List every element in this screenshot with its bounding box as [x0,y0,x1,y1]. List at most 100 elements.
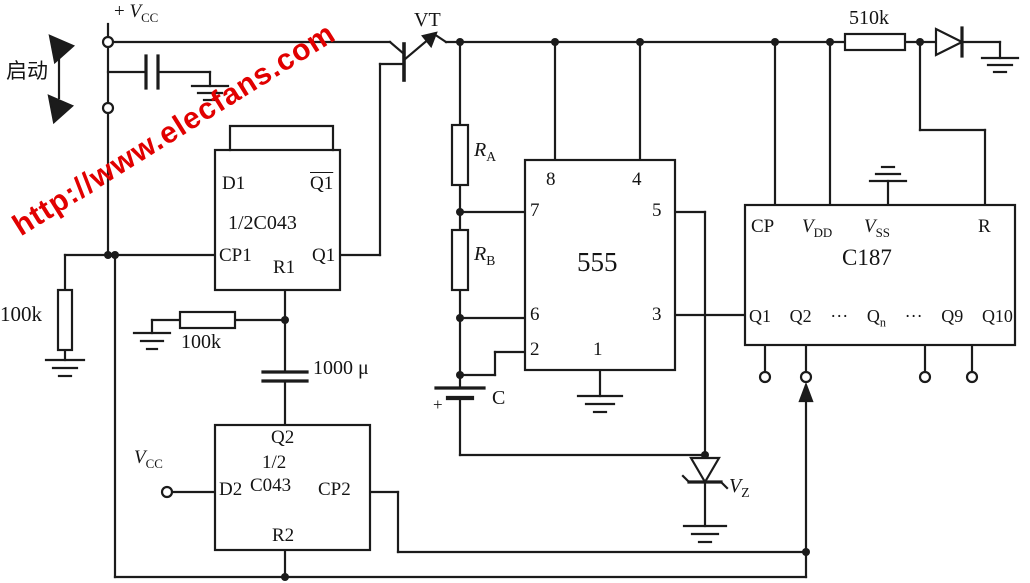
junction-dot [456,208,464,216]
junction-dot [802,548,810,556]
collector-lead [388,40,406,56]
label-sub: CC [145,455,163,471]
ff1-d1-label: D1 [222,173,246,194]
label-sub: A [486,149,497,164]
label-base: ··· [904,306,923,326]
label-sub: DD [813,224,833,240]
rb-label: RB [474,244,495,268]
junction-dot [104,251,112,259]
c187-output-label: Q2 [790,306,812,331]
ff2-d2-label: D2 [219,479,243,500]
pin6-label: 6 [530,304,540,325]
pin5-label: 5 [652,200,662,221]
ff2-r2-label: R2 [272,525,295,546]
label-base: ··· [830,306,849,326]
c187-output-label: ··· [905,306,923,331]
junction-dots [104,38,924,581]
label-base: V [134,447,146,468]
label-base: V [129,1,142,22]
wires [63,22,1002,579]
ground-vss [868,165,908,183]
junction-dot [701,451,709,459]
ff2-half-label: 1/2 [262,452,287,473]
zener-tail2 [719,480,729,490]
q1-output-terminal [758,370,772,384]
ff1-q1bar-label: Q1 [310,173,334,194]
pin2-label: 2 [530,339,540,360]
junction-dot [456,38,464,46]
junction-dot [281,316,289,324]
label-plus: + [114,1,125,22]
label-sub: n [879,315,887,330]
ground-100k-left [44,358,86,378]
label-base: V [802,216,814,237]
vcc-top-label: + VCC [114,1,158,25]
pin1-label: 1 [593,339,603,360]
junction-dot [636,38,644,46]
ff1-q1-label: Q1 [312,245,336,266]
ic-boxes [213,124,1017,552]
ground-top-right [980,40,1020,74]
feedback-arrow [798,381,814,403]
resistor-ra-body [450,123,470,187]
emitter-lead [402,36,432,62]
emitter-lead2 [432,32,448,44]
resistor-100k-left-body [56,288,74,352]
q9-output-terminal [918,370,932,384]
switch-arrow-bottom [47,94,75,125]
d2-input-terminal [160,485,174,499]
label-base: V [729,475,742,497]
timer-555-name: 555 [577,247,618,277]
cap-c-label: C [492,387,506,409]
ra-label: RA [474,140,496,164]
resistor-510k-body [843,32,907,52]
ground-100k-mid [132,331,172,351]
ff1-name-label: 1/2C043 [228,212,297,234]
label-sub: Z [741,485,750,500]
resistors [56,32,907,352]
junction-dot [111,251,119,259]
c187-output-label: ··· [830,306,848,331]
transistor-vt [388,31,448,82]
junction-dot [551,38,559,46]
zener-tail1 [681,474,691,484]
c187-name: C187 [842,245,892,270]
pin8-label: 8 [546,169,556,190]
junction-dot [916,38,924,46]
switch-contact-top [101,35,115,49]
switch-arrow-top [48,34,76,65]
r100k-left-label: 100k [0,302,42,326]
ff2-box [213,423,372,552]
label-base: Q10 [981,306,1013,326]
ff1-feedback-loop [228,124,335,152]
ff2-cp2-label: CP2 [318,479,351,500]
ff1-cp1-label: CP1 [219,245,252,266]
timer-555-box [523,158,677,372]
ff2-name-label: C043 [250,475,292,496]
label-sub: B [486,253,496,268]
r100k-mid-label: 100k [181,331,221,353]
pin7-label: 7 [530,200,540,221]
c187-output-row: Q1 Q2 ··· Qn ··· Q9 Q10 [749,306,1013,331]
junction-dot [456,314,464,322]
start-switch-label: 启动 [6,59,48,83]
ground-symbols [44,40,1020,544]
q10-output-terminal [965,370,979,384]
label-base: Q9 [941,306,964,326]
r510k-label: 510k [849,7,889,29]
c187-output-label: Q9 [941,306,963,331]
label-base: R [474,243,487,265]
cap-1000u-label: 1000 μ [313,357,369,379]
pin4-label: 4 [632,169,642,190]
counter-c187-box [743,203,1017,347]
junction-dot [771,38,779,46]
cap-c-plus-label: + [433,395,443,414]
ff2-q2-label: Q2 [271,427,295,448]
junction-dot [826,38,834,46]
label-base: R [474,139,487,161]
c187-cp-label: CP [751,216,775,237]
zener-body [689,456,721,485]
label-sub: SS [875,224,890,240]
